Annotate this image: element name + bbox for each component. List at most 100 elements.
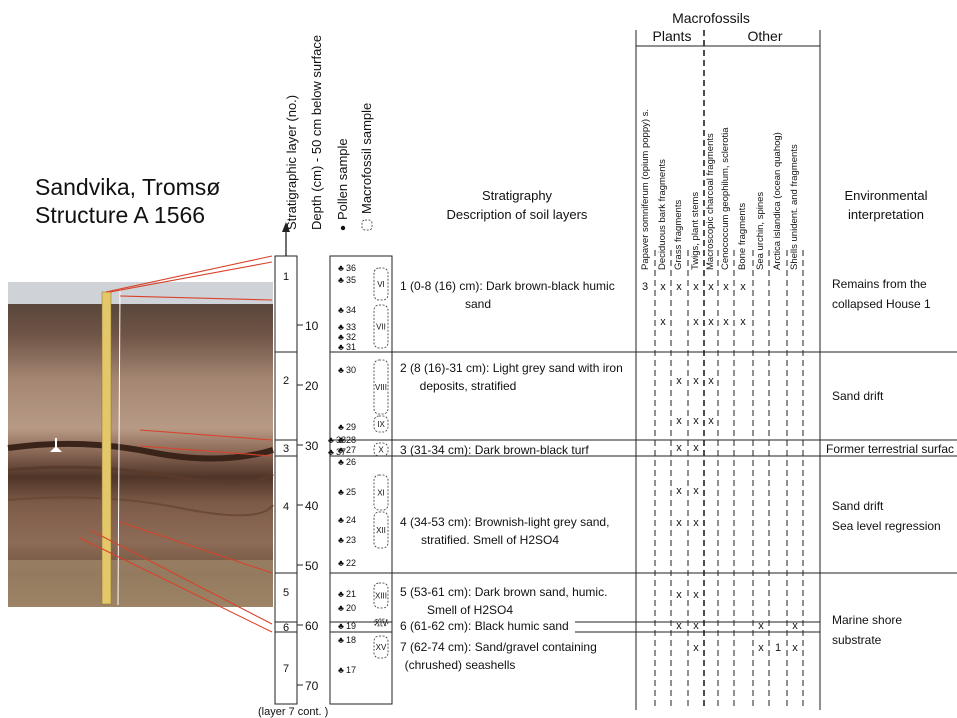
pollen-sample-number: 29: [346, 422, 356, 432]
layer-description: 2 (8 (16)-31 cm): Light grey sand with i…: [400, 361, 623, 375]
macro-header: Macrofossil sample: [359, 103, 374, 214]
pollen-sample-number: 33: [346, 322, 356, 332]
environmental-interpretation: Marine shore: [832, 613, 902, 627]
pollen-sample-marker: ♣: [338, 603, 344, 613]
layer-number: 2: [283, 375, 289, 387]
depth-tick-label: 70: [305, 679, 319, 693]
macro-sample-label: XI: [377, 489, 385, 498]
pollen-sample-number: 32: [346, 332, 356, 342]
layer-number: 5: [283, 587, 289, 599]
layer-description: 6 (61-62 cm): Black humic sand: [400, 619, 569, 633]
plants-header: Plants: [653, 28, 692, 44]
macro-value: x: [660, 316, 666, 328]
pollen-sample-marker: ♣: [338, 487, 344, 497]
depth-tick-label: 40: [305, 499, 319, 513]
layer-description: (chrushed) seashells: [405, 658, 516, 672]
pollen-sample-marker: ♣: [338, 365, 344, 375]
pollen-sample-marker: ♣: [338, 535, 344, 545]
macro-value: x: [693, 620, 699, 632]
pollen-sample-number: 19: [346, 621, 356, 631]
pollen-sample-marker: ♣: [338, 305, 344, 315]
layer-number: 1: [283, 271, 289, 283]
depth-header: Depth (cm) - 50 cm below surface: [309, 35, 324, 230]
macro-value: x: [708, 281, 714, 293]
pollen-sample-marker: ♣: [328, 447, 334, 457]
environmental-interpretation: Sand drift: [832, 499, 884, 513]
macro-value: x: [676, 517, 682, 529]
macro-value: x: [740, 281, 746, 293]
env-header-line2: interpretation: [848, 207, 924, 222]
pollen-sample-marker: ♣: [338, 342, 344, 352]
pollen-sample-number: 31: [346, 342, 356, 352]
depth-tick-label: 30: [305, 439, 319, 453]
pollen-sample-number: 24: [346, 515, 356, 525]
macro-sample-label: XV: [376, 643, 387, 652]
macro-value: 1: [775, 642, 781, 654]
macro-value: x: [676, 589, 682, 601]
macro-column-label: Grass fragments: [673, 200, 684, 270]
pollen-sample-number: 26: [346, 457, 356, 467]
depth-tick-label: 50: [305, 559, 319, 573]
macro-value: x: [708, 316, 714, 328]
depth-tick-label: 20: [305, 379, 319, 393]
macro-sample-label: XIV: [375, 619, 389, 628]
macro-value: x: [708, 415, 714, 427]
depth-tick-label: 60: [305, 619, 319, 633]
pollen-sample-marker: ♣: [338, 621, 344, 631]
site-title-line2: Structure A 1566: [35, 202, 205, 228]
pollen-sample-number: 35: [346, 275, 356, 285]
layer-number: 7: [283, 663, 289, 675]
layer-description: sand: [465, 297, 491, 311]
footer-note: (layer 7 cont. ): [258, 706, 328, 718]
macro-value: x: [693, 517, 699, 529]
macro-value: x: [693, 316, 699, 328]
macro-column-label: Arctica islandica (ocean quahog): [772, 132, 783, 270]
macro-legend-box: [362, 220, 372, 230]
pollen-sample-number: 37: [336, 447, 346, 457]
layer-number: 3: [283, 443, 289, 455]
macro-column-label: Shells unident. and fragments: [789, 144, 800, 270]
pollen-sample-number: 17: [346, 665, 356, 675]
macro-value: x: [758, 620, 764, 632]
macro-column-label: Bone fragments: [737, 203, 748, 270]
macro-value: x: [693, 442, 699, 454]
layer-description: 7 (62-74 cm): Sand/gravel containing: [400, 640, 597, 654]
pollen-legend-dot: [341, 226, 345, 230]
pollen-sample-number: 36: [346, 263, 356, 273]
macro-value: x: [676, 415, 682, 427]
pollen-sample-marker: ♣: [338, 332, 344, 342]
macro-value: x: [792, 642, 798, 654]
macro-value: x: [693, 375, 699, 387]
macro-value: x: [693, 485, 699, 497]
pollen-sample-number: 23: [346, 535, 356, 545]
macro-value: x: [792, 620, 798, 632]
layer-number: 4: [283, 501, 289, 513]
pollen-sample-marker: ♣: [338, 422, 344, 432]
macro-sample-label: X: [378, 446, 384, 455]
pollen-sample-marker: ♣: [328, 435, 334, 445]
macro-value: x: [693, 415, 699, 427]
pollen-sample-marker: ♣: [338, 635, 344, 645]
pollen-sample-marker: ♣: [338, 322, 344, 332]
layer-description: 1 (0-8 (16) cm): Dark brown-black humic: [400, 279, 615, 293]
macro-value: x: [676, 620, 682, 632]
pollen-sample-marker: ♣: [338, 589, 344, 599]
macro-column-label: Macroscopic charcoal fragments: [705, 133, 716, 270]
pollen-sample-number: 38: [336, 435, 346, 445]
description-header: Description of soil layers: [447, 207, 588, 222]
layer-number: 6: [283, 622, 289, 634]
macro-value: x: [723, 316, 729, 328]
macro-value: x: [740, 316, 746, 328]
pollen-sample-marker: ♣: [338, 515, 344, 525]
depth-tick-label: 10: [305, 319, 319, 333]
macro-value: x: [723, 281, 729, 293]
macro-value: x: [660, 281, 666, 293]
environmental-interpretation: substrate: [832, 633, 882, 647]
environmental-interpretation: Former terrestrial surfac: [826, 442, 954, 456]
macro-sample-label: VI: [377, 280, 385, 289]
macro-column-label: Twigs, plant stems: [690, 192, 701, 270]
environmental-interpretation: collapsed House 1: [832, 297, 931, 311]
pollen-sample-marker: ♣: [338, 275, 344, 285]
macro-value: x: [693, 589, 699, 601]
